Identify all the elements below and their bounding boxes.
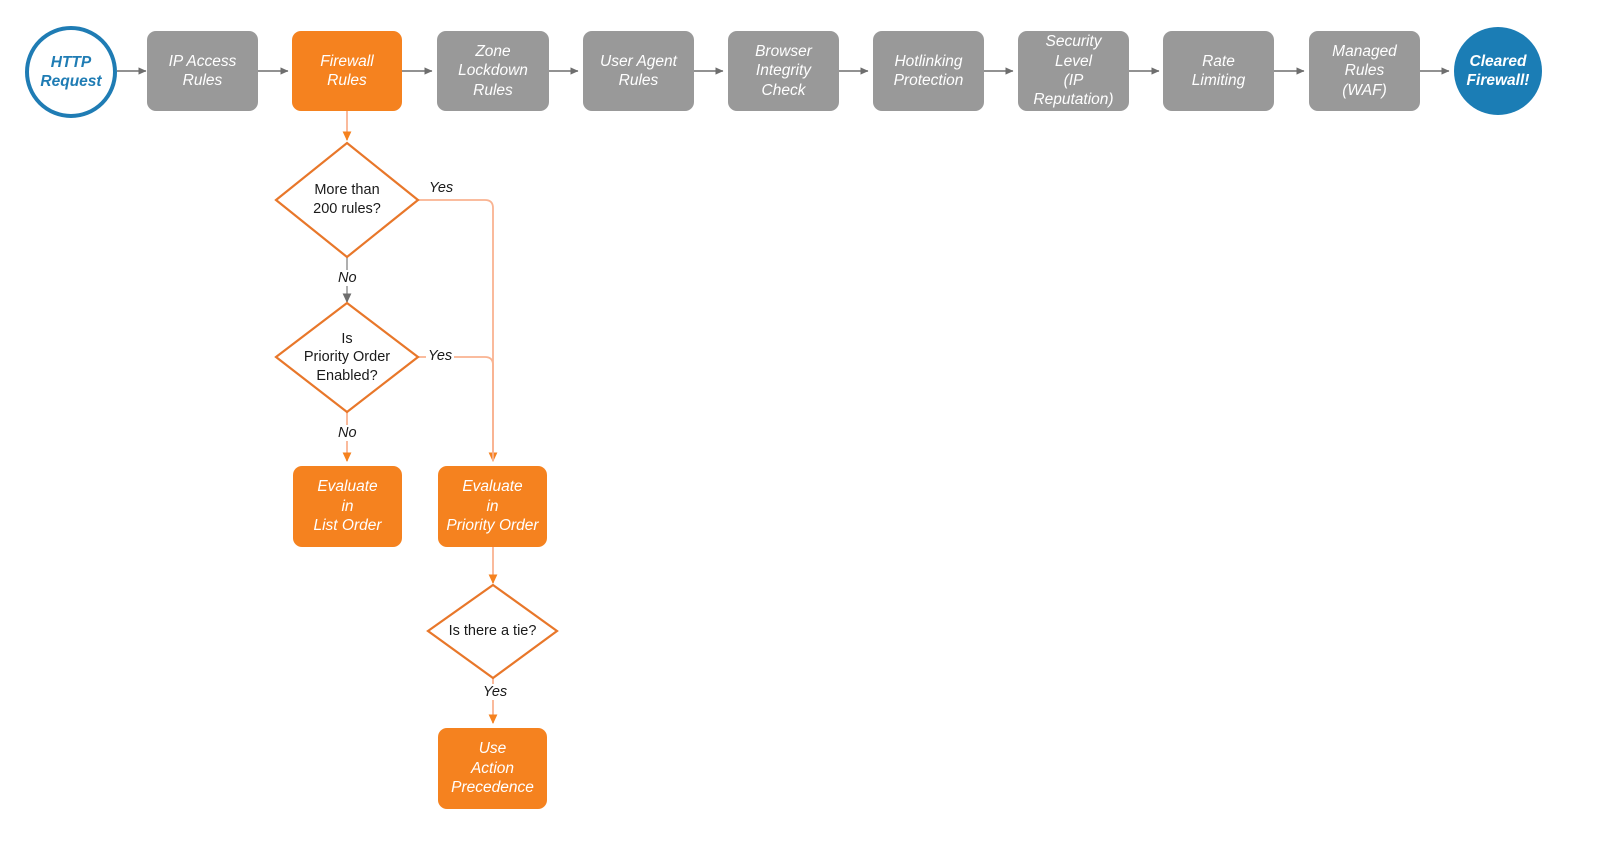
edge-label-priority-no: No — [336, 425, 359, 441]
decision-is-there-a-tie-label: Is there a tie? — [448, 623, 537, 640]
node-security-level[interactable]: Security Level (IP Reputation) — [1018, 31, 1129, 111]
edge-label-priority-yes: Yes — [426, 348, 455, 364]
node-ip-access-rules[interactable]: IP Access Rules — [147, 31, 258, 111]
node-browser-integrity-check-label: Browser Integrity Check — [755, 42, 812, 99]
decision-is-there-a-tie[interactable]: Is there a tie? — [428, 585, 557, 678]
node-managed-rules-waf[interactable]: Managed Rules (WAF) — [1309, 31, 1420, 111]
edge-label-rules-yes: Yes — [427, 180, 456, 196]
node-firewall-rules-label: Firewall Rules — [320, 52, 374, 89]
node-evaluate-in-priority-order-label: Evaluate in Priority Order — [446, 478, 539, 535]
node-rate-limiting-label: Rate Limiting — [1191, 52, 1246, 89]
node-use-action-precedence[interactable]: Use Action Precedence — [438, 728, 547, 809]
decision-more-than-200-rules[interactable]: More than 200 rules? — [276, 143, 418, 257]
node-user-agent-rules[interactable]: User Agent Rules — [583, 31, 694, 111]
node-http-request[interactable]: HTTP Request — [25, 26, 117, 118]
node-firewall-rules[interactable]: Firewall Rules — [292, 31, 402, 111]
node-http-request-label: HTTP Request — [40, 53, 102, 90]
node-hotlinking-protection-label: Hotlinking Protection — [893, 52, 964, 89]
node-zone-lockdown-rules-label: Zone Lockdown Rules — [458, 42, 528, 99]
decision-priority-order-enabled[interactable]: Is Priority Order Enabled? — [276, 303, 418, 412]
node-evaluate-in-list-order[interactable]: Evaluate in List Order — [293, 466, 402, 547]
node-security-level-label: Security Level (IP Reputation) — [1033, 33, 1114, 109]
node-managed-rules-waf-label: Managed Rules (WAF) — [1332, 42, 1397, 99]
node-cleared-firewall-label: Cleared Firewall! — [1466, 52, 1530, 89]
node-zone-lockdown-rules[interactable]: Zone Lockdown Rules — [437, 31, 549, 111]
node-evaluate-in-priority-order[interactable]: Evaluate in Priority Order — [438, 466, 547, 547]
node-browser-integrity-check[interactable]: Browser Integrity Check — [728, 31, 839, 111]
node-evaluate-in-list-order-label: Evaluate in List Order — [313, 478, 382, 535]
node-rate-limiting[interactable]: Rate Limiting — [1163, 31, 1274, 111]
edge-label-rules-no: No — [336, 270, 359, 286]
node-ip-access-rules-label: IP Access Rules — [168, 52, 237, 89]
node-user-agent-rules-label: User Agent Rules — [600, 52, 677, 89]
node-hotlinking-protection[interactable]: Hotlinking Protection — [873, 31, 984, 111]
edge-label-tie-yes: Yes — [481, 684, 510, 700]
edge-decision2-yes — [418, 356, 494, 461]
node-use-action-precedence-label: Use Action Precedence — [451, 740, 534, 797]
node-cleared-firewall[interactable]: Cleared Firewall! — [1454, 27, 1542, 115]
decision-more-than-200-rules-label: More than 200 rules? — [313, 182, 381, 217]
edge-decision1-yes — [418, 199, 498, 462]
decision-priority-order-enabled-label: Is Priority Order Enabled? — [303, 330, 391, 384]
